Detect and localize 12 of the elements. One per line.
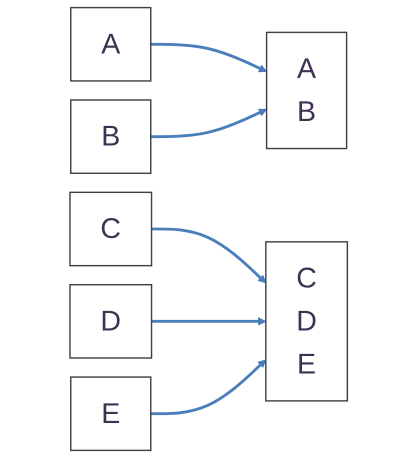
node-box: A B bbox=[266, 32, 348, 150]
node-box: B bbox=[70, 99, 152, 174]
arrow bbox=[150, 359, 266, 416]
node-box: A bbox=[70, 6, 152, 82]
node-box: C D E bbox=[264, 241, 348, 402]
node-box: C bbox=[69, 192, 152, 266]
arrow bbox=[150, 108, 267, 138]
arrow bbox=[151, 228, 266, 284]
arrow bbox=[151, 317, 266, 326]
arrow bbox=[150, 42, 267, 72]
node-box: D bbox=[69, 284, 152, 359]
node-box: E bbox=[70, 376, 152, 452]
